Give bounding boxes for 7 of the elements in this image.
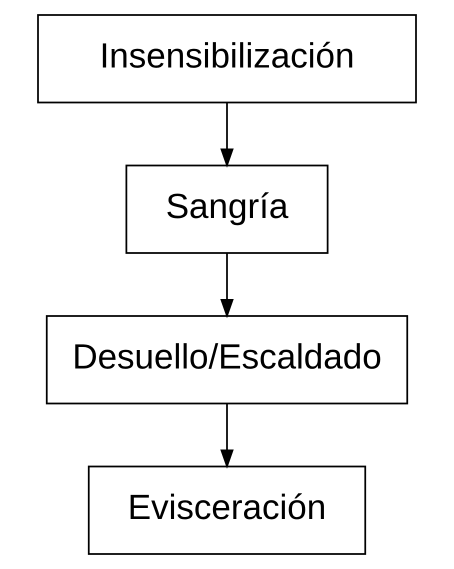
- node-box: Desuello/Escaldado: [46, 315, 408, 404]
- arrow: [220, 103, 234, 168]
- arrow: [220, 254, 234, 318]
- node-box: Evisceración: [88, 466, 366, 555]
- node-box: Insensibilización: [37, 14, 417, 104]
- node-box: Sangría: [126, 164, 328, 254]
- arrow: [220, 404, 234, 469]
